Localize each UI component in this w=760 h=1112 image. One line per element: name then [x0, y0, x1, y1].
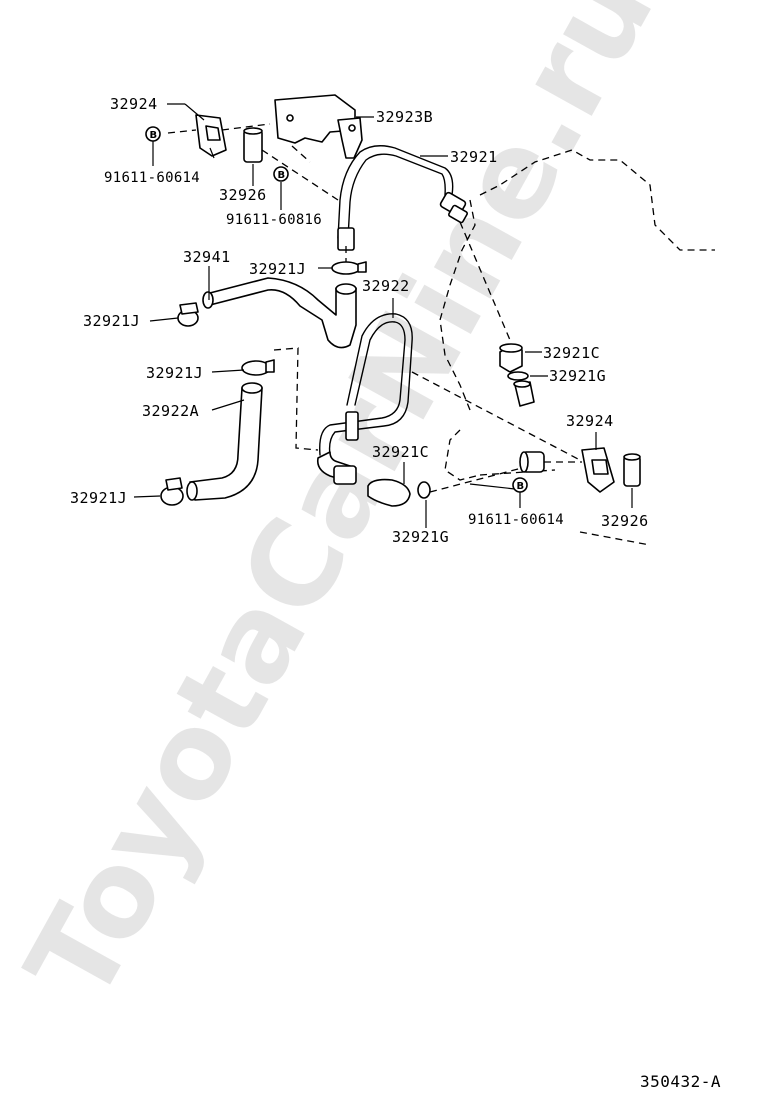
clamp-32921j-mid	[241, 359, 275, 376]
hose-32941	[202, 277, 357, 349]
clamp-32921j-left	[177, 302, 199, 327]
clip-32924-right	[581, 447, 615, 493]
clamp-32921j-upper	[331, 261, 367, 275]
label-32922: 32922	[362, 277, 410, 295]
sleeve-32926-top	[243, 127, 263, 163]
label-32924-top: 32924	[110, 95, 158, 113]
leader-lines	[133, 103, 633, 528]
figure-reference: 350432-A	[640, 1072, 721, 1091]
label-32926-right: 32926	[601, 512, 649, 530]
hose-32922a	[186, 382, 263, 501]
clip-32924-top	[195, 114, 227, 159]
oring-32921g-mid	[417, 481, 431, 499]
label-32921c-mid: 32921C	[372, 443, 429, 461]
label-32921c-right: 32921C	[543, 344, 600, 362]
clamp-32921j-bottom	[160, 477, 184, 506]
svg-text:B: B	[517, 481, 525, 492]
sleeve-right-lower	[519, 451, 545, 473]
cap-32921c-right	[499, 343, 523, 373]
dashed-connectors	[167, 123, 651, 546]
label-32941: 32941	[183, 248, 231, 266]
bracket-32923b	[274, 94, 363, 159]
label-32921j-a: 32921J	[249, 260, 306, 278]
bolt-symbol-top-left: B	[145, 126, 161, 142]
bolt-symbol-top-mid: B	[273, 166, 289, 182]
label-32921: 32921	[450, 148, 498, 166]
label-32923b: 32923B	[376, 108, 433, 126]
label-91611-60614-top: 91611-60614	[104, 170, 200, 186]
pipe-32921	[337, 145, 468, 251]
svg-text:B: B	[278, 170, 286, 181]
label-32921g-mid: 32921G	[392, 528, 449, 546]
label-91611-60614-right: 91611-60614	[468, 512, 564, 528]
label-91611-60816: 91611-60816	[226, 212, 322, 228]
label-32924-right: 32924	[566, 412, 614, 430]
label-32921g-right: 32921G	[549, 367, 606, 385]
label-32926-top: 32926	[219, 186, 267, 204]
tube-32922	[319, 313, 413, 456]
fitting-elbow	[316, 451, 411, 507]
label-32921j-b: 32921J	[83, 312, 140, 330]
bolt-symbol-right: B	[512, 477, 528, 493]
oring-32921g-right	[507, 371, 529, 381]
svg-text:B: B	[150, 130, 158, 141]
label-32921j-c: 32921J	[146, 364, 203, 382]
label-32921j-d: 32921J	[70, 489, 127, 507]
sleeve-32926-right	[623, 453, 641, 487]
label-32922a: 32922A	[142, 402, 199, 420]
sleeve-right-upper	[513, 380, 535, 407]
transmission-outline	[439, 149, 715, 481]
